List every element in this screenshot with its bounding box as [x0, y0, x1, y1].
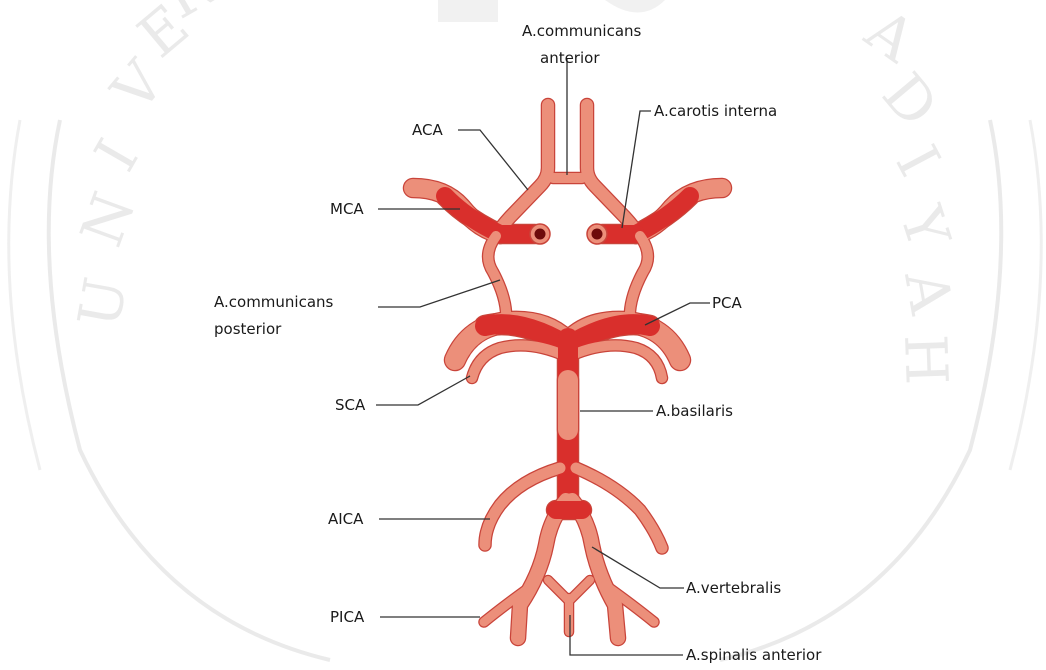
label-pcom-line2: posterior: [214, 320, 282, 338]
right-ica-lumen: [592, 229, 603, 240]
left-ica-lumen: [535, 229, 546, 240]
label-basilar: A.basilaris: [656, 402, 733, 420]
watermark-letter-u: U: [65, 272, 140, 332]
leader-aca: [458, 130, 528, 190]
label-pica: PICA: [330, 608, 365, 626]
leader-pcom: [378, 280, 500, 307]
leader-sca: [376, 376, 470, 405]
left-vert: [518, 500, 566, 638]
label-vertebral: A.vertebralis: [686, 579, 781, 597]
label-acom-line2: anterior: [540, 49, 600, 67]
label-sca: SCA: [335, 396, 366, 414]
watermark-letter-i: I: [81, 128, 151, 182]
label-aica: AICA: [328, 510, 364, 528]
label-aca: ACA: [412, 121, 443, 139]
label-pcom-line1: A.communicans: [214, 293, 334, 311]
watermark-letter-n: N: [67, 184, 148, 255]
label-acom-line1: A.communicans: [522, 22, 642, 40]
ica-cross-sections: [530, 224, 607, 244]
right-mca-dark: [636, 196, 690, 234]
label-ica: A.carotis interna: [654, 102, 777, 120]
watermark-letter-h: H: [891, 333, 961, 386]
leader-spinal: [570, 615, 683, 655]
left-mca-dark: [445, 196, 500, 234]
label-mca: MCA: [330, 200, 364, 218]
watermark-letter-a2: A: [891, 265, 966, 320]
left-aca-outline: [498, 105, 548, 232]
watermark-letter-y: Y: [886, 197, 963, 256]
label-pca: PCA: [712, 294, 743, 312]
right-aca-outline: [587, 105, 637, 232]
left-sca: [472, 345, 566, 378]
right-vert: [572, 500, 618, 638]
label-spinal: A.spinalis anterior: [686, 646, 822, 664]
watermark-letter-i2: I: [883, 135, 954, 187]
arterial-tree: [413, 105, 722, 638]
watermark-letter-d: D: [869, 60, 951, 139]
